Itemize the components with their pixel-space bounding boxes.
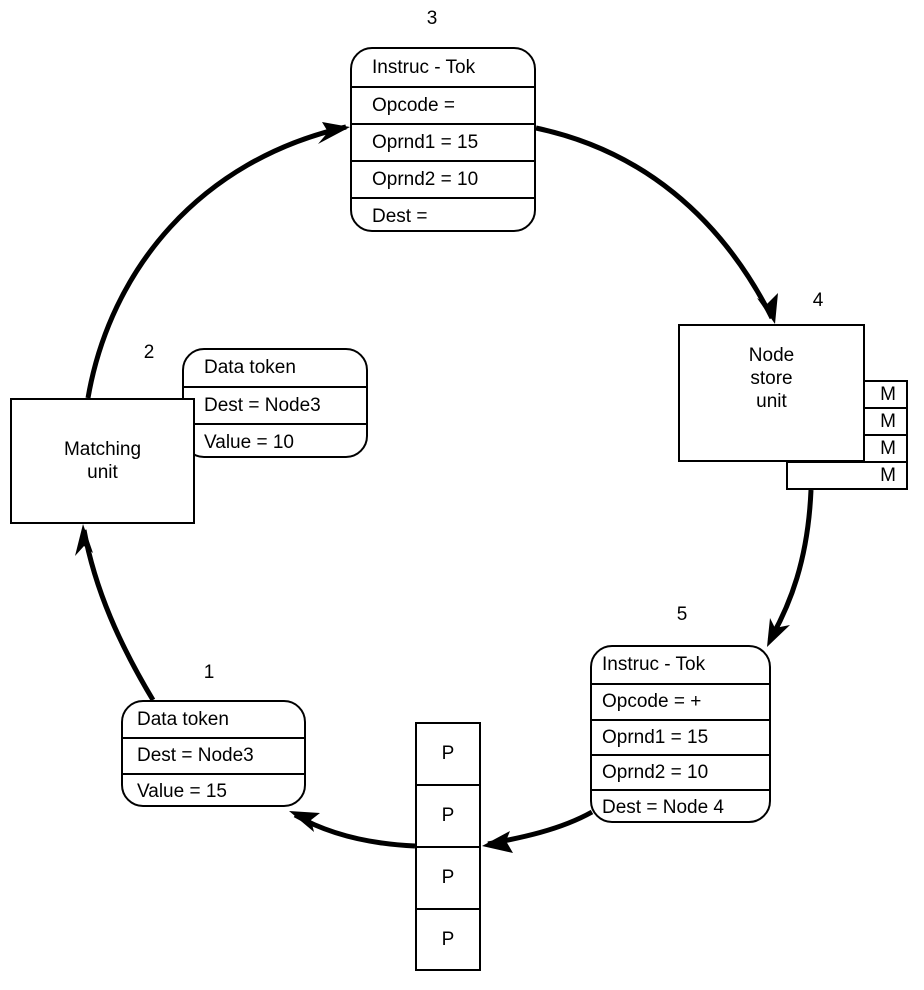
node-store-unit: Node store unit: [678, 324, 865, 462]
step-number-5: 5: [676, 604, 688, 625]
token-dest: Dest = Node3: [184, 386, 366, 423]
token-operand1: Oprnd1 = 15: [592, 719, 769, 754]
node-store-label-line3: unit: [756, 391, 787, 412]
data-token-1: Data token Dest = Node3 Value = 15: [121, 700, 306, 807]
step-number-3: 3: [426, 8, 438, 29]
token-value: Value = 10: [184, 423, 366, 456]
token-dest: Dest = Node 4: [592, 789, 769, 821]
token-dest: Dest =: [352, 197, 534, 230]
token-opcode: Opcode = +: [592, 683, 769, 719]
matching-unit-label-line1: Matching: [63, 439, 142, 460]
token-header: Data token: [204, 357, 296, 378]
token-header: Data token: [137, 708, 229, 730]
arrowhead-icon: [289, 811, 320, 832]
processor: P: [415, 846, 481, 910]
arrowhead-icon: [482, 831, 513, 853]
step-number-1: 1: [203, 662, 215, 683]
instruction-token-5: Instruc - Tok Opcode = + Oprnd1 = 15 Opr…: [590, 645, 771, 823]
token-operand2: Oprnd2 = 10: [352, 160, 534, 197]
step-number-4: 4: [812, 290, 824, 311]
token-value: Value = 15: [123, 773, 304, 805]
token-opcode: Opcode =: [352, 86, 534, 123]
arrow-instruction-to-nodestore: [535, 125, 775, 320]
node-store-label-line2: store: [750, 368, 793, 389]
arrowhead-icon: [767, 618, 790, 647]
matching-unit: Matching unit: [10, 398, 195, 524]
token-operand1: Oprnd1 = 15: [352, 123, 534, 160]
arrow-matching-to-instruction: [85, 124, 347, 399]
arrowhead-icon: [757, 293, 778, 324]
matching-unit-label-line2: unit: [87, 462, 118, 483]
arrow-token1-to-matching: [81, 529, 156, 702]
token-header: Instruc - Tok: [372, 56, 476, 78]
node-store-label-line1: Node: [748, 345, 795, 366]
token-dest: Dest = Node3: [123, 737, 304, 773]
data-token-2: Data token Dest = Node3 Value = 10: [182, 348, 368, 458]
token-header: Instruc - Tok: [602, 654, 706, 675]
step-number-2: 2: [143, 342, 155, 363]
memory-module: M: [786, 461, 908, 490]
processor: P: [415, 908, 481, 971]
token-operand2: Oprnd2 = 10: [592, 754, 769, 789]
arrowhead-icon: [75, 524, 93, 556]
instruction-token-3: Instruc - Tok Opcode = Oprnd1 = 15 Oprnd…: [350, 47, 536, 232]
arrow-nodestore-to-token5: [767, 489, 814, 642]
arrowhead-icon: [318, 122, 350, 144]
processor: P: [415, 722, 481, 786]
processor: P: [415, 784, 481, 848]
